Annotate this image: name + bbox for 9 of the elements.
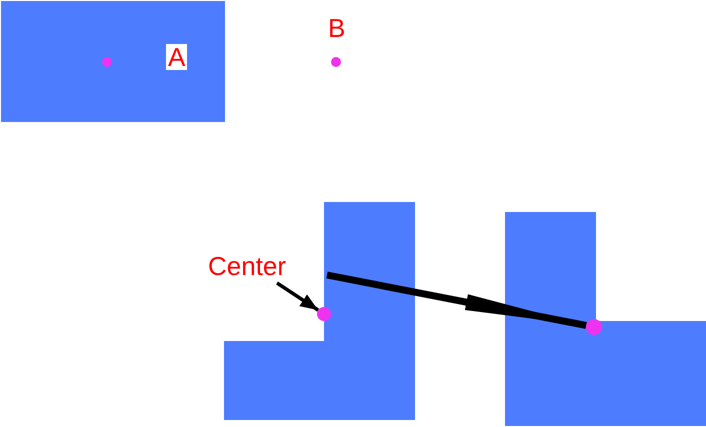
arrow bbox=[326, 272, 587, 329]
point-label: Center bbox=[208, 251, 286, 281]
point-label: B bbox=[328, 12, 346, 44]
arrow bbox=[276, 282, 320, 312]
rectangle-shape bbox=[1, 1, 225, 122]
point-dot bbox=[317, 307, 331, 321]
point-label: A bbox=[166, 44, 188, 70]
point-dot bbox=[102, 57, 112, 67]
point-dot bbox=[331, 57, 341, 67]
